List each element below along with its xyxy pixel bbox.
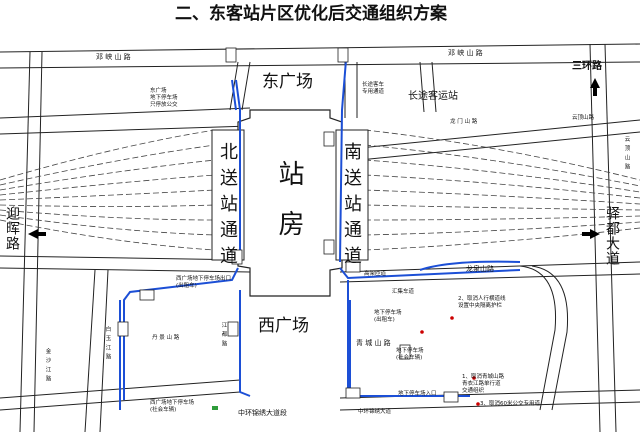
road-yunding-right: 云 顶 山 路 (623, 136, 630, 171)
road-longquan-tick: 龙 门 山 路 (450, 119, 478, 125)
road-west-top: 江 都 路 (220, 322, 227, 347)
road-sanhuan: 三环路 (572, 61, 602, 72)
road-dengxia-left: 邓 峡 山 路 (96, 53, 131, 61)
road-zhonghuan: 中环锦绣大道段 (238, 409, 287, 417)
road-yidu: 驿都大道 (605, 206, 621, 266)
bl-entry-note: 西广场地下停车场 (社会车辆) (150, 400, 195, 413)
road-qingcheng: 青 城 山 路 (356, 339, 391, 347)
north-lane-label: 北送站通道 (217, 142, 238, 272)
note-2: 2、取消人行横道线 设置中央隔离护栏 (458, 296, 506, 310)
hui-tag: 汇集车道 (392, 289, 415, 295)
road-baiyu: 白 玉 江 路 (104, 326, 111, 361)
parking-taxi-note: 地下停车场 (出租车) (374, 310, 402, 324)
note-3: 3、取消60米公交专用道 (480, 401, 540, 407)
road-danjing: 丹 景 山 路 (152, 335, 180, 341)
road-jinxiu-left: 金 沙 江 路 (44, 348, 51, 383)
west-plaza-label: 西广场 (258, 316, 309, 336)
map-title: 二、东客站片区优化后交通组织方案 (175, 4, 447, 24)
note-1: 1、取消青城山路 青衣江路单行道 交通组织 (462, 374, 504, 395)
road-qinglong: 龙泉山路 (466, 265, 494, 273)
bus-lane-note: 长途客车 专用通道 (362, 82, 385, 96)
nw-entry-note: 西广场地下停车场出口 (出租车) (176, 276, 232, 289)
road-dengxia-right: 邓 峡 山 路 (448, 49, 483, 57)
zhonghuan-note: 中环锦绣大道 (358, 409, 392, 415)
exit-label: 高架匝道 (364, 271, 387, 277)
road-yunting-top: 云顶山路 (572, 115, 595, 121)
south-lane-label: 南送站通道 (341, 142, 362, 272)
long-distance-station-label: 长途客运站 (408, 91, 458, 102)
east-parking-note: 东广场 地下停车场 只停放公交 (150, 88, 178, 109)
east-plaza-label: 东广场 (262, 72, 313, 92)
road-yingpan: 迎晖路 (5, 206, 21, 251)
station-building-label: 站房 (274, 160, 304, 260)
parking-entry-note: 地下停车场入口 (398, 391, 437, 397)
parking-social-note: 地下停车场 (社会车辆) (396, 348, 424, 362)
